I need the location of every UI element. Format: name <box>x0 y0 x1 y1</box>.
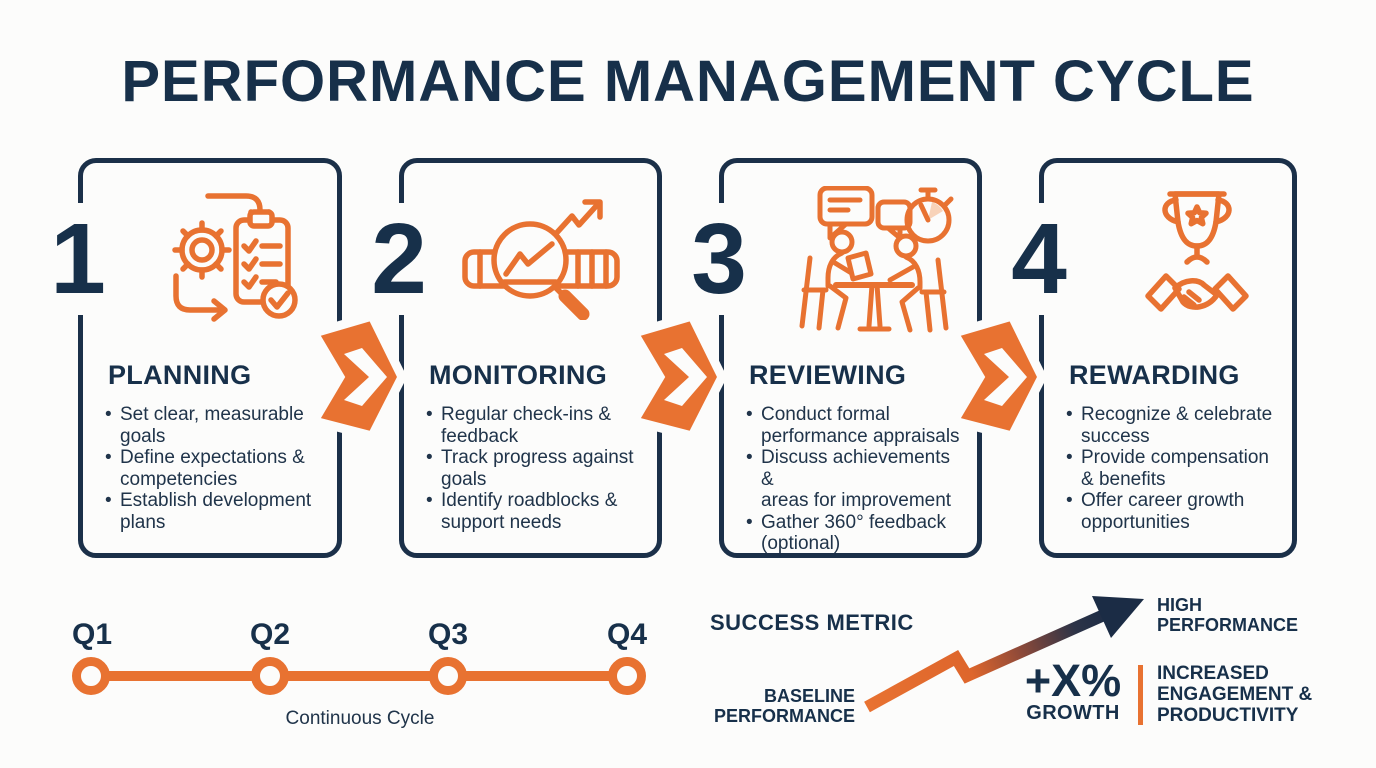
bullet-dot-icon: • <box>105 447 112 468</box>
vertical-divider <box>1138 665 1143 725</box>
list-item: •Provide compensation & benefits <box>1066 447 1269 490</box>
timeline-node-q2 <box>251 657 289 695</box>
chevron-arrow-icon <box>947 310 1048 442</box>
stage-title-monitoring: MONITORING <box>429 360 607 390</box>
success-metric-heading: SUCCESS METRIC <box>710 610 914 635</box>
list-item: •Identify roadblocks & support needs <box>426 490 618 533</box>
baseline-performance-label: BASELINE PERFORMANCE <box>713 686 855 726</box>
rewarding-bullet-list: •Recognize & celebrate success •Provide … <box>1066 404 1284 533</box>
stage-card-monitoring: MONITORING •Regular check-ins & feedback… <box>399 158 662 558</box>
bullet-dot-icon: • <box>1066 404 1073 425</box>
reviewing-bullet-list: •Conduct formal performance appraisals •… <box>746 404 964 555</box>
timeline-node-q3 <box>429 657 467 695</box>
stage-card-rewarding: REWARDING •Recognize & celebrate success… <box>1039 158 1297 558</box>
bullet-dot-icon: • <box>746 511 753 533</box>
trophy-handshake-icon <box>1145 191 1249 312</box>
list-item: •Discuss achievements & areas for improv… <box>746 447 952 511</box>
chevron-arrow-icon <box>627 310 728 442</box>
bullet-dot-icon: • <box>1066 447 1073 468</box>
bullet-dot-icon: • <box>746 447 753 468</box>
list-item: •Regular check-ins & feedback <box>426 404 612 447</box>
growth-label: GROWTH <box>1026 702 1120 724</box>
list-item: •Conduct formal performance appraisals <box>746 404 960 447</box>
bullet-dot-icon: • <box>426 404 433 425</box>
monitoring-bullet-list: •Regular check-ins & feedback •Track pro… <box>426 404 644 533</box>
stage-title-rewarding: REWARDING <box>1069 360 1240 390</box>
outcome-label: INCREASED ENGAGEMENT & PRODUCTIVITY <box>1157 663 1313 726</box>
timeline-label-q1: Q1 <box>71 618 113 651</box>
list-item: •Define expectations & competencies <box>105 447 305 490</box>
growth-value-block: +X% GROWTH <box>1021 655 1125 724</box>
list-item: •Track progress against goals <box>426 447 634 490</box>
chevron-arrow-icon <box>307 310 408 442</box>
bullet-dot-icon: • <box>746 404 753 425</box>
growth-arrow-icon <box>864 596 1144 713</box>
list-item: •Gather 360° feedback (optional) <box>746 511 947 555</box>
timeline-line <box>91 671 627 681</box>
stage-card-reviewing: REVIEWING •Conduct formal performance ap… <box>719 158 982 558</box>
timeline-caption: Continuous Cycle <box>285 708 435 729</box>
bullet-dot-icon: • <box>1066 490 1073 511</box>
high-performance-label: HIGH PERFORMANCE <box>1157 595 1299 635</box>
list-item: •Offer career growth opportunities <box>1066 490 1245 533</box>
magnifier-chart-icon <box>462 199 620 320</box>
stage-number-1: 1 <box>45 203 111 315</box>
bullet-dot-icon: • <box>105 490 112 511</box>
meeting-stopwatch-icon <box>799 186 954 333</box>
stage-title-reviewing: REVIEWING <box>749 360 907 390</box>
bullet-dot-icon: • <box>426 490 433 511</box>
stage-number-3: 3 <box>686 203 752 315</box>
bullet-dot-icon: • <box>426 447 433 468</box>
list-item: •Recognize & celebrate success <box>1066 404 1273 447</box>
list-item: •Establish development plans <box>105 490 312 533</box>
growth-percent: +X% <box>1024 655 1122 706</box>
timeline-node-q1 <box>72 657 110 695</box>
stage-title-planning: PLANNING <box>108 360 252 390</box>
bullet-dot-icon: • <box>105 404 112 425</box>
timeline-label-q4: Q4 <box>606 618 648 651</box>
gear-clipboard-icon <box>172 193 298 322</box>
stage-number-4: 4 <box>1006 203 1072 315</box>
planning-bullet-list: •Set clear, measurable goals •Define exp… <box>105 404 323 533</box>
stage-number-2: 2 <box>366 203 432 315</box>
timeline-node-q4 <box>608 657 646 695</box>
timeline-label-q2: Q2 <box>249 618 291 651</box>
page-title: PERFORMANCE MANAGEMENT CYCLE <box>121 49 1255 114</box>
stage-card-planning: PLANNING •Set clear, measurable goals •D… <box>78 158 342 558</box>
timeline-label-q3: Q3 <box>427 618 469 651</box>
list-item: •Set clear, measurable goals <box>105 404 304 447</box>
